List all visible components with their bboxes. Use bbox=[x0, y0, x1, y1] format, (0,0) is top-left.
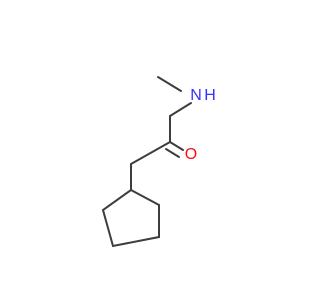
cyclopentane-ring bbox=[101, 188, 160, 248]
oxygen-label: O bbox=[185, 146, 197, 163]
structure-canvas: N H O bbox=[101, 76, 216, 248]
molecule-structure: N H O bbox=[101, 76, 216, 248]
bond-carbonyl-ch2 bbox=[130, 141, 171, 165]
hydrogen-label: H bbox=[204, 87, 216, 104]
bond-methyl-nitrogen bbox=[157, 76, 182, 92]
bond-carbonyl-oxygen-2 bbox=[165, 148, 180, 158]
nitrogen-label: N bbox=[190, 87, 202, 104]
bond-carbonyl-oxygen-1 bbox=[169, 141, 184, 151]
bond-nitrogen-ch2 bbox=[169, 102, 192, 117]
